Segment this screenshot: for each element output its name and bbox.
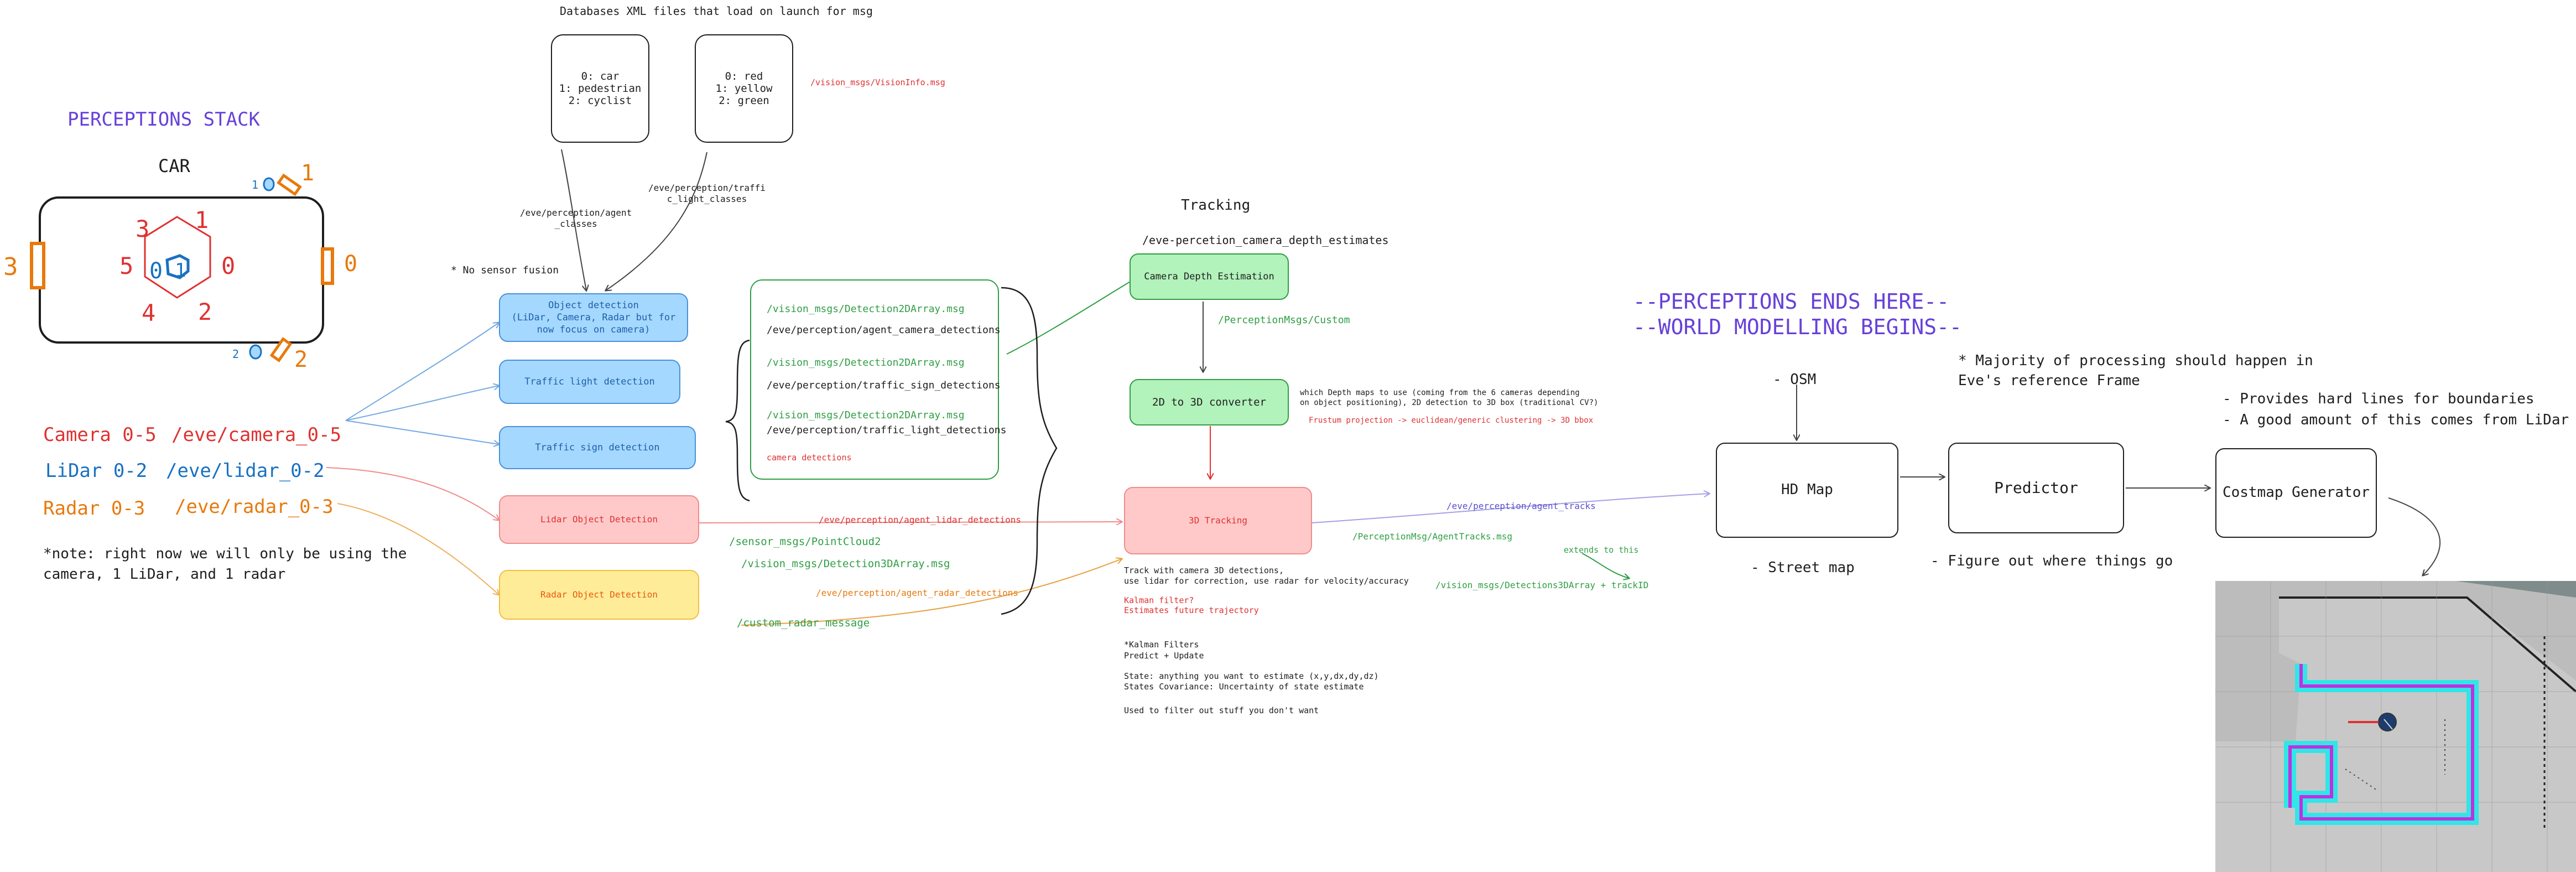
lidar-detections-topic: /eve/perception/agent_lidar_detections <box>819 515 1022 525</box>
tracking-3d-node: 3D Tracking <box>1124 487 1312 554</box>
note-line-1: *note: right now we will only be using t… <box>43 546 407 562</box>
figure-out-note: - Figure out where things go <box>1930 553 2173 569</box>
lidar-label: LiDar 0-2 <box>45 460 148 482</box>
camera-label: Camera 0-5 <box>43 424 157 446</box>
object-detection-node: Object detection (LiDar, Camera, Radar b… <box>499 293 688 342</box>
car-corner-1: 1 <box>301 160 315 186</box>
converter-note-1: which Depth maps to use (coming from the… <box>1300 388 1580 397</box>
page-title: PERCEPTIONS STACK <box>67 108 260 131</box>
custom-radar-msg: /custom_radar_message <box>737 617 870 629</box>
pointcloud-msg: /sensor_msgs/PointCloud2 <box>729 536 881 548</box>
databases-title: Databases XML files that load on launch … <box>560 4 873 18</box>
traffic-sign-detection-node: Traffic sign detection <box>499 426 696 469</box>
car-small-2: 2 <box>232 347 240 361</box>
costmap-generator-node: Costmap Generator <box>2215 448 2377 538</box>
agent-classes-topic: /eve/perception/agent _classes <box>520 207 632 229</box>
future-trajectory: Estimates future trajectory <box>1124 605 1259 615</box>
camera-depth-estimation-node: Camera Depth Estimation <box>1130 253 1289 300</box>
light-colors-box: 0: red 1: yellow 2: green <box>695 34 793 143</box>
detections-topic-1: /eve/perception/agent_camera_detections <box>767 324 1001 336</box>
kf-title: *Kalman Filters <box>1124 640 1199 650</box>
detections-box <box>750 279 999 480</box>
radar-label: Radar 0-3 <box>43 497 145 520</box>
lidar-object-detection-node: Lidar Object Detection <box>499 495 699 544</box>
converter-2d-3d-node: 2D to 3D converter <box>1130 379 1289 425</box>
car-cam-0: 0 <box>221 252 236 279</box>
car-label: CAR <box>158 155 190 177</box>
traffic-light-classes-topic: /eve/perception/traffi c_light_classes <box>648 183 766 204</box>
radar-detections-topic: /eve/perception/agent_radar_detections <box>816 588 1019 598</box>
no-sensor-fusion: * No sensor fusion <box>451 264 559 276</box>
extends-note: extends to this <box>1564 545 1639 555</box>
predictor-node: Predictor <box>1948 443 2124 533</box>
camera-topic: /eve/camera_0-5 <box>171 424 342 446</box>
camera-detections-label: camera detections <box>767 453 852 463</box>
radar-object-detection-node: Radar Object Detection <box>499 570 699 620</box>
majority-note-1: * Majority of processing should happen i… <box>1958 352 2313 369</box>
world-modelling-line: --WORLD MODELLING BEGINS-- <box>1633 315 1962 339</box>
radar-topic: /eve/radar_0-3 <box>175 496 334 518</box>
curly-braces <box>725 287 1058 615</box>
car-side-0: 0 <box>344 251 358 277</box>
detections-msg-2: /vision_msgs/Detection2DArray.msg <box>767 357 965 368</box>
detections-topic-3: /eve/perception/traffic_light_detections <box>767 424 1007 436</box>
detections-msg-1: /vision_msgs/Detection2DArray.msg <box>767 303 965 315</box>
agent-tracks-msg: /PerceptionMsg/AgentTracks.msg <box>1352 531 1512 542</box>
car-cam-3: 3 <box>136 215 150 242</box>
detections-topic-2: /eve/perception/traffic_sign_detections <box>767 380 1001 391</box>
car-cam-2: 2 <box>198 298 212 325</box>
frustum-note: Frustum projection -> euclidean/generic … <box>1309 416 1594 425</box>
detection3d-msg: /vision_msgs/Detection3DArray.msg <box>741 558 950 570</box>
depth-estimates-topic: /eve-percetion_camera_depth_estimates <box>1142 233 1389 247</box>
hd-map-node: HD Map <box>1716 443 1898 538</box>
kf-predict: Predict + Update <box>1124 651 1204 661</box>
kalman-question: Kalman filter? <box>1124 595 1194 605</box>
street-map-note: - Street map <box>1751 559 1855 576</box>
car-lidar-0: 0 <box>149 258 163 284</box>
tracking-notes-1: Track with camera 3D detections, <box>1124 565 1284 575</box>
traffic-light-detection-node: Traffic light detection <box>499 360 680 404</box>
osm-note: - OSM <box>1773 371 1817 388</box>
car-cam-4: 4 <box>142 299 156 326</box>
car-cam-1: 1 <box>195 206 209 233</box>
converter-note-2: on object positioning), 2D detection to … <box>1300 398 1599 407</box>
tracking-header: Tracking <box>1181 197 1251 214</box>
car-lidar-1: 1 <box>175 259 186 282</box>
majority-note-2: Eve's reference Frame <box>1958 372 2140 389</box>
det3d-trackid: /vision_msgs/Detections3DArray + trackID <box>1435 580 1649 590</box>
kf-use: Used to filter out stuff you don't want <box>1124 705 1319 715</box>
agent-classes-box: 0: car 1: pedestrian 2: cyclist <box>551 34 649 143</box>
lidar-amount-note: - A good amount of this comes from LiDar <box>2223 412 2569 428</box>
car-side-3: 3 <box>3 253 18 281</box>
detections-msg-3: /vision_msgs/Detection2DArray.msg <box>767 409 965 421</box>
car-corner-2: 2 <box>294 347 308 372</box>
kf-state: State: anything you want to estimate (x,… <box>1124 671 1379 681</box>
note-line-2: camera, 1 LiDar, and 1 radar <box>43 566 286 583</box>
tracking-notes-2: use lidar for correction, use radar for … <box>1124 576 1409 586</box>
agent-tracks-topic: /eve/perception/agent_tracks <box>1446 501 1596 511</box>
boundaries-note: - Provides hard lines for boundaries <box>2223 391 2535 407</box>
kf-covariance: States Covariance: Uncertainty of state … <box>1124 682 1364 692</box>
connector-arrows <box>326 149 2441 626</box>
car-drawing <box>30 173 334 362</box>
car-cam-5: 5 <box>119 252 134 279</box>
perceptions-ends-line: --PERCEPTIONS ENDS HERE-- <box>1633 289 1949 314</box>
lidar-topic: /eve/lidar_0-2 <box>166 460 325 482</box>
custom-msg: /PerceptionMsgs/Custom <box>1218 314 1350 326</box>
vision-info-msg: /vision_msgs/VisionInfo.msg <box>810 77 945 87</box>
costmap-image <box>2215 581 2576 872</box>
car-small-1: 1 <box>252 178 259 191</box>
